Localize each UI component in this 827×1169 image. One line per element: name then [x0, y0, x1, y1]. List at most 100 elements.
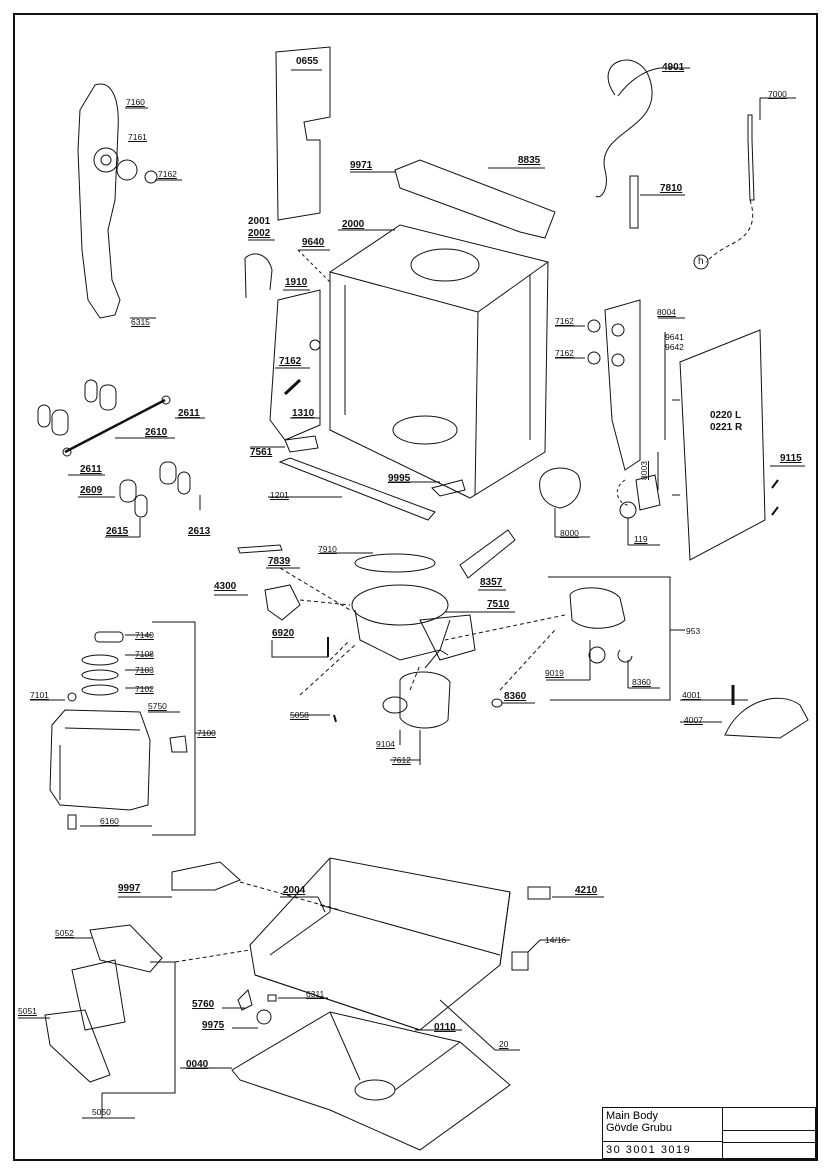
part-label-9995: 9995 — [388, 473, 411, 484]
door-panel-8004 — [604, 299, 641, 471]
part-label-4007: 4007 — [684, 715, 703, 725]
part-label-9997: 9997 — [118, 883, 141, 894]
part-label-2609: 2609 — [80, 485, 103, 496]
part-9997 — [171, 861, 241, 891]
part-9995 — [431, 479, 466, 497]
drawing-frame — [13, 13, 818, 1161]
base-4007 — [724, 697, 809, 739]
part-label-4001: 4001 — [682, 690, 701, 700]
part-label-5050: 5050 — [92, 1107, 111, 1117]
part-label-2000: 2000 — [342, 219, 365, 230]
part-label-8360-a: 8360 — [504, 691, 527, 702]
title-name-tr: Gövde Grubu — [606, 1122, 673, 1134]
board-5052 — [89, 924, 163, 973]
pump-4300 — [264, 584, 301, 621]
part-label-14-16: 14/16 — [545, 935, 567, 945]
part-label-6160: 6160 — [100, 816, 119, 826]
part-label-7103: 7103 — [135, 665, 154, 675]
part-label-953: 953 — [686, 626, 701, 636]
part-label-7910: 7910 — [318, 544, 337, 554]
part-label-8000: 8000 — [560, 528, 579, 538]
part-label-7102: 7102 — [135, 684, 154, 694]
part-7000 — [747, 114, 755, 201]
part-label-0220: 0220 L — [710, 410, 742, 421]
part-label-2610: 2610 — [145, 427, 168, 438]
part-label-4210: 4210 — [575, 885, 598, 896]
part-label-0110: 0110 — [434, 1022, 456, 1033]
part-label-8360-b: 8360 — [632, 677, 651, 687]
hinge-arm-7160 — [77, 83, 121, 319]
part-label-2615: 2615 — [106, 526, 129, 537]
part-label-8004: 8004 — [657, 307, 676, 317]
side-panel-1910 — [269, 289, 321, 441]
part-label-9019: 9019 — [545, 668, 564, 678]
part-label-8357: 8357 — [480, 577, 503, 588]
tub-2000 — [329, 224, 549, 499]
part-label-5051: 5051 — [18, 1006, 37, 1016]
part-label-8835: 8835 — [518, 155, 541, 166]
part-7561 — [284, 435, 319, 453]
part-label-5052: 5052 — [55, 928, 74, 938]
part-label-9640: 9640 — [302, 237, 325, 248]
part-label-7108: 7108 — [135, 649, 154, 659]
part-label-7612: 7612 — [392, 755, 411, 765]
part-label-8003: 8003 — [639, 461, 649, 480]
part-label-9104: 9104 — [376, 739, 395, 749]
top-rail-9971 — [394, 159, 556, 239]
part-label-7100: 7100 — [197, 728, 216, 738]
base-plate-0040 — [231, 1011, 511, 1151]
part-label-6920: 6920 — [272, 628, 295, 639]
softener-unit-7100 — [49, 709, 151, 811]
part-label-1310: 1310 — [292, 408, 315, 419]
part-label-0040: 0040 — [186, 1059, 209, 1070]
part-label-7162-b: 7162 — [555, 316, 574, 326]
connector-label-h: h — [698, 256, 704, 267]
insulation-panel-0655 — [275, 46, 331, 221]
part-label-2611-b: 2611 — [80, 464, 102, 475]
part-7810 — [629, 175, 639, 229]
part-label-7162-c: 7162 — [555, 348, 574, 358]
part-label-2001: 2001 — [248, 216, 271, 227]
part-label-1201: 1201 — [270, 490, 289, 500]
hose-8357 — [459, 529, 516, 579]
title-block-name: Main Body Gövde Grubu — [603, 1108, 723, 1142]
part-label-4901: 4901 — [662, 62, 685, 73]
gasket-7910 — [354, 553, 436, 573]
part-label-7510: 7510 — [487, 599, 510, 610]
title-block: Main Body Gövde Grubu 30 3001 3019 — [602, 1107, 816, 1159]
bracket-2001 — [244, 253, 273, 299]
part-label-7162-d: 7162 — [279, 356, 302, 367]
dispenser-8000 — [539, 467, 581, 509]
part-label-5760: 5760 — [192, 999, 215, 1010]
part-label-2613: 2613 — [188, 526, 211, 537]
part-label-0655: 0655 — [296, 56, 319, 67]
pump-7612 — [382, 649, 451, 729]
board-5051 — [71, 959, 126, 1031]
hose-4901 — [595, 59, 661, 198]
part-label-7561: 7561 — [250, 447, 273, 458]
part-label-7162-a: 7162 — [158, 169, 177, 179]
part-label-9641: 9641 — [665, 332, 684, 342]
part-label-9642: 9642 — [665, 342, 684, 352]
part-label-9971: 9971 — [350, 160, 373, 171]
rail-1201 — [278, 457, 436, 521]
part-label-1910: 1910 — [285, 277, 308, 288]
part-label-4300: 4300 — [214, 581, 237, 592]
sump-7510 — [351, 584, 476, 661]
title-block-empty-cell — [723, 1130, 815, 1143]
part-label-9115: 9115 — [780, 453, 802, 464]
title-name-en: Main Body — [606, 1110, 658, 1122]
part-label-7000: 7000 — [768, 89, 787, 99]
part-label-7101: 7101 — [30, 690, 49, 700]
part-label-20: 20 — [499, 1039, 509, 1049]
part-label-0221: 0221 R — [710, 422, 743, 433]
part-label-5750: 5750 — [148, 701, 167, 711]
part-label-2002: 2002 — [248, 228, 271, 239]
base-frame-2004 — [249, 857, 511, 1031]
part-label-2611-a: 2611 — [178, 408, 200, 419]
part-label-5058: 5058 — [290, 710, 309, 720]
rod-2610 — [64, 398, 166, 454]
side-cover-0220 — [679, 329, 766, 561]
part-label-9975: 9975 — [202, 1020, 225, 1031]
